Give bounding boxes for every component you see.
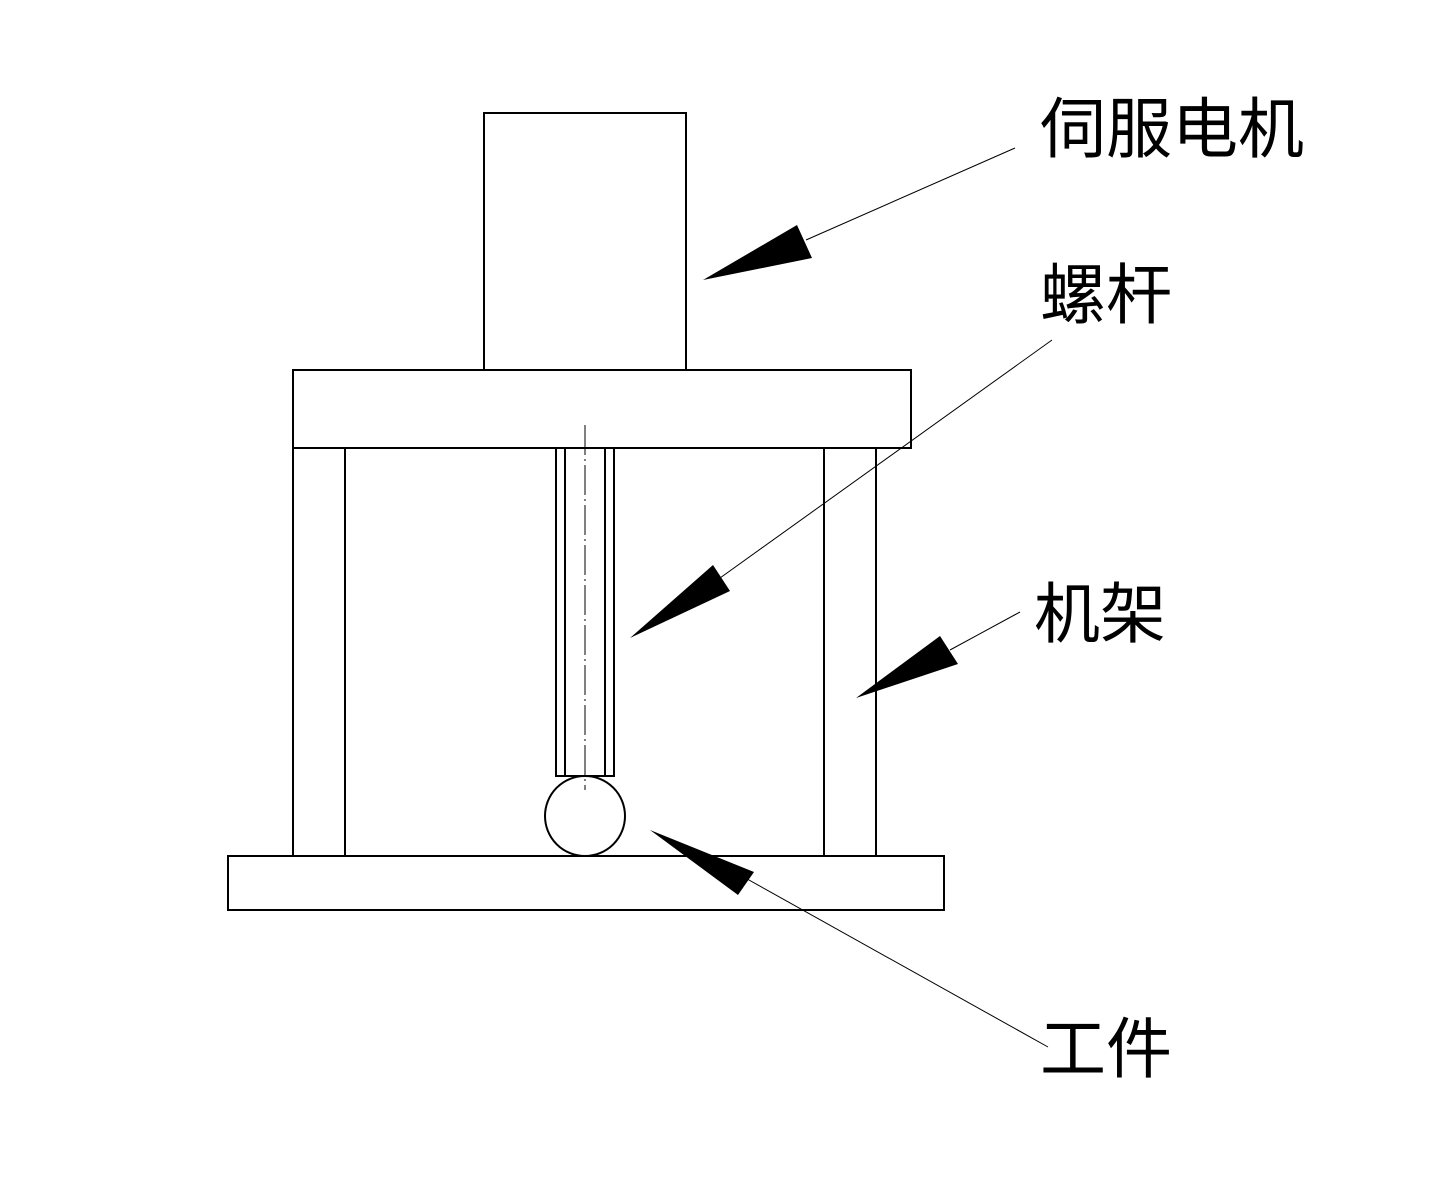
label-frame: 机架 xyxy=(1034,576,1166,653)
frame-top-beam xyxy=(292,369,912,449)
label-workpiece: 工件 xyxy=(1040,1011,1172,1088)
servo-motor-body xyxy=(483,112,687,371)
arrowhead-icon xyxy=(650,830,754,895)
frame-right-column xyxy=(823,447,877,857)
frame-base-plate xyxy=(227,855,945,911)
arrowhead-icon xyxy=(703,225,812,280)
frame-left-column xyxy=(292,447,346,857)
callout-frame xyxy=(856,611,1021,698)
arrowhead-icon xyxy=(856,636,958,698)
label-servo-motor: 伺服电机 xyxy=(1040,91,1304,168)
label-screw-rod: 螺杆 xyxy=(1040,257,1172,334)
workpiece-ball xyxy=(544,775,626,857)
callout-servo-motor xyxy=(703,147,1016,280)
callout-workpiece xyxy=(650,830,1049,1048)
arrowhead-icon xyxy=(630,565,730,638)
callout-screw-rod xyxy=(630,339,1053,638)
screw-rod xyxy=(555,425,615,790)
